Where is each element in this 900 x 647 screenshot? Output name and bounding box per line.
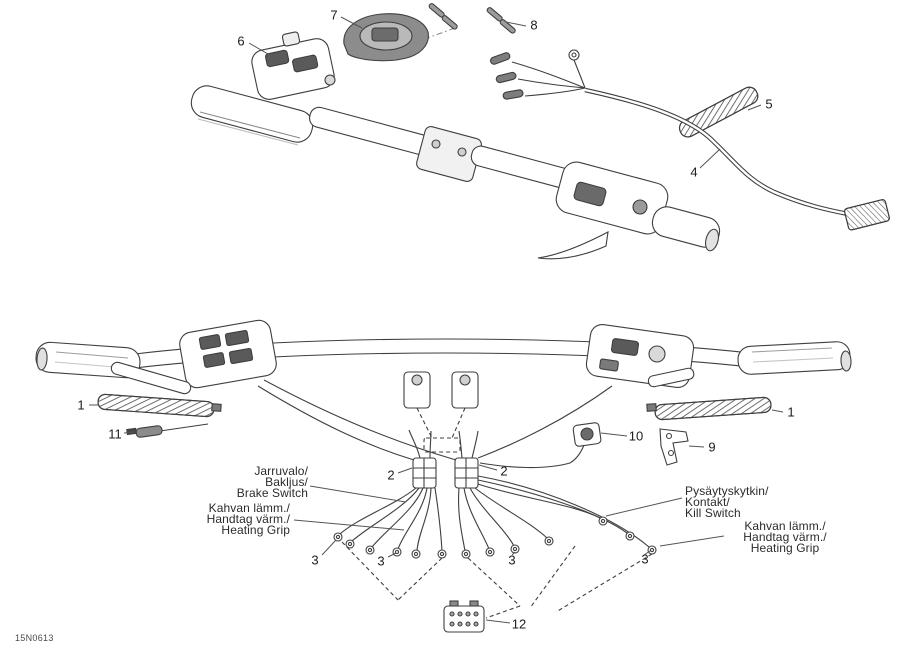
bottom-view [35, 319, 852, 633]
label-line: Jarruvalo/ [254, 464, 308, 478]
callout-2-right: 2 [500, 463, 508, 479]
callout-1-left: 1 [77, 397, 85, 413]
callout-2-left: 2 [387, 467, 395, 483]
label-line: Handtag värm./ [743, 529, 827, 544]
label-line: Brake Switch [236, 485, 308, 500]
callout-11: 11 [108, 426, 122, 442]
label-line: Bakljus/ [265, 474, 308, 489]
label-heating-grip-right: Kahvan lämm./ Handtag värm./ Heating Gri… [726, 519, 844, 555]
part-code: 15N0613 [15, 633, 54, 643]
label-line: Kill Switch [685, 505, 741, 520]
callout-3-b: 3 [377, 553, 385, 569]
kill-switch-part10 [569, 422, 602, 464]
label-line: Pysäytyskytkin/ [685, 484, 769, 498]
connector-part12 [443, 600, 485, 633]
switch-module-part6 [251, 31, 336, 100]
label-line: Heating Grip [750, 540, 820, 555]
label-kill-switch: Pysäytyskytkin/ Kontakt/ Kill Switch [685, 484, 769, 520]
callout-3-d: 3 [641, 551, 649, 567]
label-heating-grip-left: Kahvan lämm./ Handtag värm./ Heating Gri… [206, 501, 290, 537]
handlebar-assembly-top [190, 27, 721, 260]
housing-cover-part7 [343, 13, 429, 62]
heating-element-part5 [678, 86, 759, 138]
callout-4: 4 [690, 164, 698, 180]
harness-wires [257, 379, 650, 552]
leader-lines [89, 16, 784, 624]
label-line: Kahvan lämm./ [744, 519, 826, 533]
callout-3-c: 3 [508, 552, 516, 568]
bracket-part9 [659, 428, 689, 466]
callout-9: 9 [708, 439, 716, 455]
sensor-part11 [126, 423, 209, 438]
heating-element-right-part1 [646, 396, 772, 421]
callout-1-right: 1 [787, 404, 795, 420]
label-brake-switch: Jarruvalo/ Bakljus/ Brake Switch [236, 464, 308, 500]
handlebar-bottom [35, 319, 852, 453]
callout-7: 7 [330, 7, 338, 23]
callout-5: 5 [765, 96, 773, 112]
screws-part8 [428, 3, 516, 34]
heating-element-left-part1 [97, 393, 222, 418]
terminals [333, 516, 657, 559]
top-exploded-view [190, 3, 890, 260]
callout-6: 6 [237, 33, 245, 49]
callout-3-a: 3 [311, 552, 319, 568]
connectors-part2 [412, 457, 479, 489]
callout-8: 8 [530, 17, 538, 33]
label-line: Handtag värm./ [206, 511, 290, 526]
dashed-guides [341, 541, 653, 619]
label-line: Heating Grip [221, 522, 290, 537]
callout-12: 12 [511, 616, 527, 632]
label-line: Kontakt/ [685, 494, 730, 509]
wiring-harness-part4 [490, 49, 890, 231]
callout-10: 10 [628, 428, 644, 444]
label-line: Kahvan lämm./ [208, 501, 290, 515]
